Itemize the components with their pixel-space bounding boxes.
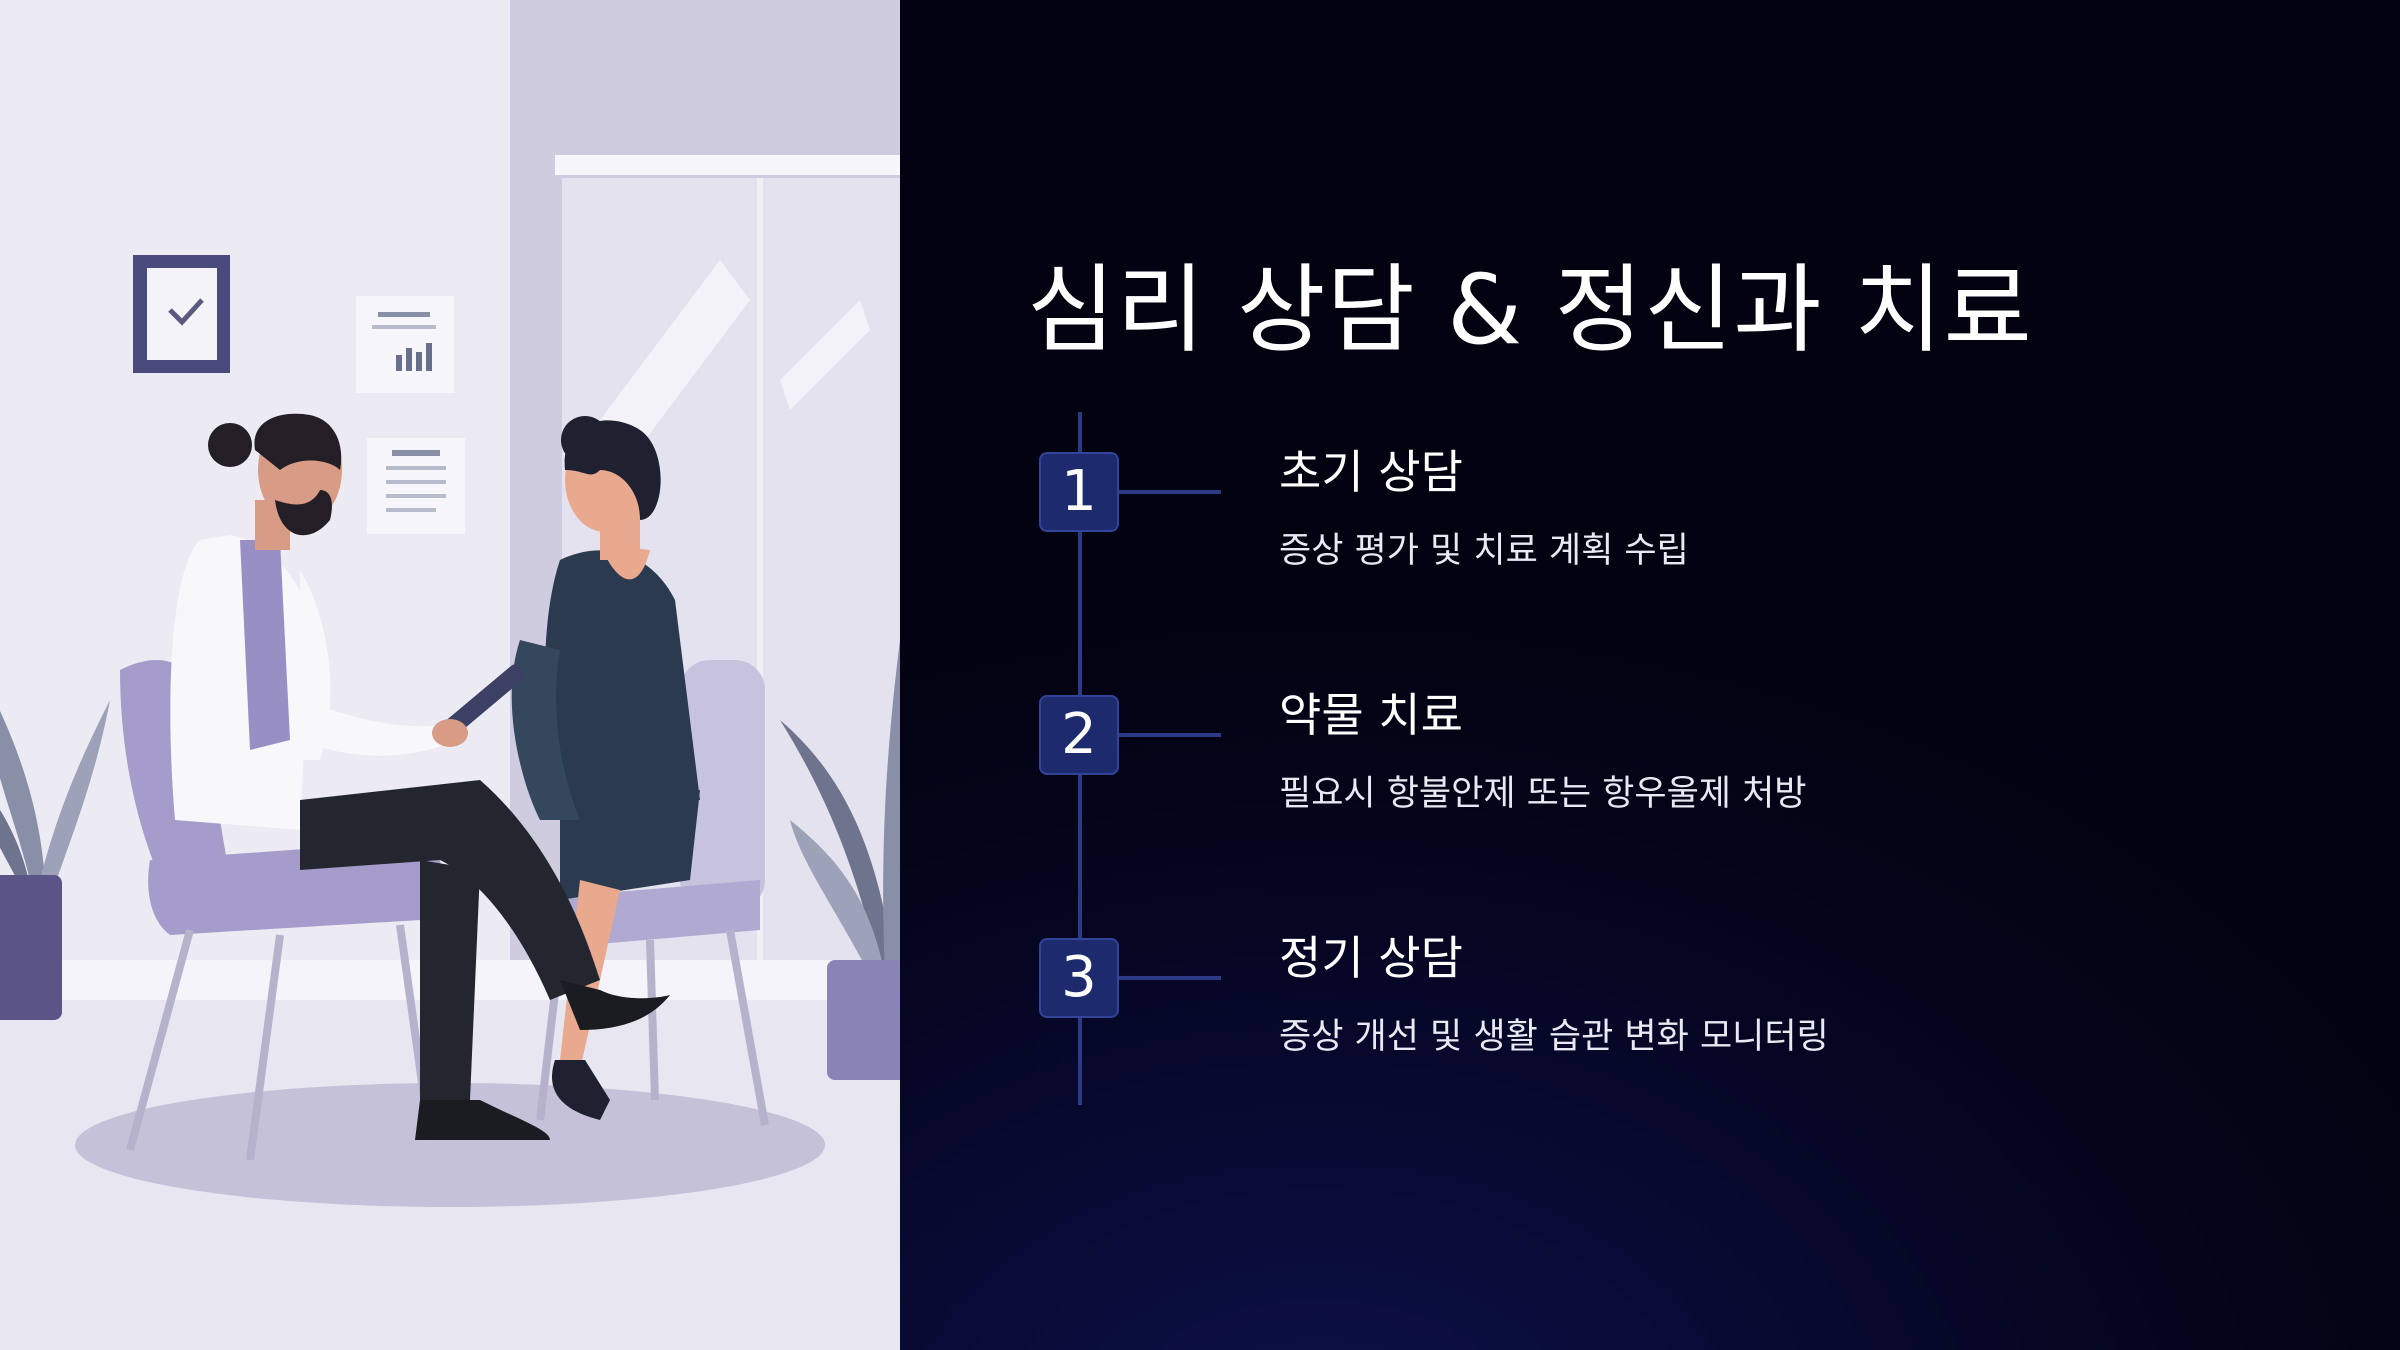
wall-note-chart-icon	[356, 296, 454, 393]
step-connector	[1119, 976, 1221, 980]
timeline-step-2: 2 약물 치료 필요시 항불안제 또는 항우울제 처방	[900, 688, 2400, 835]
step-connector	[1119, 733, 1221, 737]
step-number-badge: 1	[1039, 452, 1119, 532]
step-title: 정기 상담	[1279, 931, 1463, 985]
slide-title: 심리 상담 & 정신과 치료	[1027, 254, 2033, 366]
step-title: 초기 상담	[1279, 445, 1463, 499]
step-connector	[1119, 490, 1221, 494]
timeline-step-1: 1 초기 상담 증상 평가 및 치료 계획 수립	[900, 445, 2400, 592]
step-description: 필요시 항불안제 또는 항우울제 처방	[1279, 774, 1807, 814]
step-number-badge: 3	[1039, 938, 1119, 1018]
step-title: 약물 치료	[1279, 688, 1463, 742]
step-description: 증상 개선 및 생활 습관 변화 모니터링	[1279, 1017, 1829, 1057]
step-description: 증상 평가 및 치료 계획 수립	[1279, 531, 1689, 571]
content-panel: 심리 상담 & 정신과 치료 1 초기 상담 증상 평가 및 치료 계획 수립 …	[900, 0, 2400, 1350]
timeline-step-3: 3 정기 상담 증상 개선 및 생활 습관 변화 모니터링	[900, 931, 2400, 1078]
consultation-illustration-svg	[0, 0, 900, 1350]
step-number-badge: 2	[1039, 695, 1119, 775]
consultation-illustration	[0, 0, 900, 1350]
